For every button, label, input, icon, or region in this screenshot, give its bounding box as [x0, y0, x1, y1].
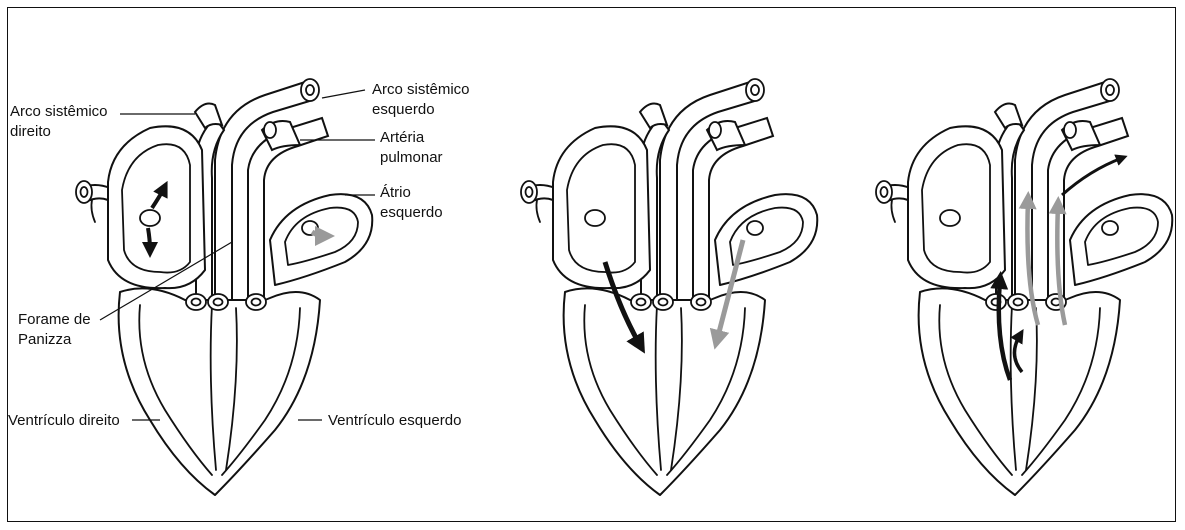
dark-arrow — [1062, 158, 1122, 195]
label-arco-esquerdo: Arco sistêmico esquerdo — [372, 80, 470, 120]
label-forame: Forame de Panizza — [18, 310, 91, 350]
label-ventriculo-esquerdo: Ventrículo esquerdo — [328, 411, 461, 431]
heart-1 — [76, 79, 372, 495]
heart-3 — [876, 79, 1172, 495]
label-atrio-esquerdo: Átrio esquerdo — [380, 183, 443, 223]
label-arteria-pulmonar: Artéria pulmonar — [380, 128, 443, 168]
label-arco-direito: Arco sistêmico direito — [10, 102, 108, 142]
heart-2 — [521, 79, 817, 495]
label-ventriculo-direito: Ventrículo direito — [8, 411, 120, 431]
dark-arrow — [148, 228, 150, 250]
